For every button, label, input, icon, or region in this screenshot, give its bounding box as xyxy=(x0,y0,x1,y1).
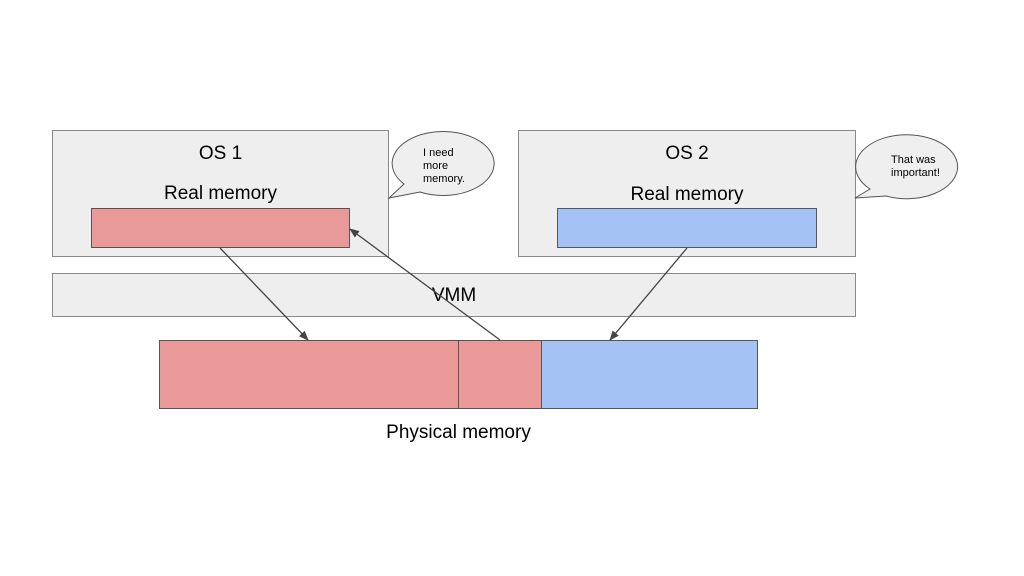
vmm-label: VMM xyxy=(431,285,477,306)
os1-bubble-text: I need more memory. xyxy=(423,147,465,185)
os2-title: OS 2 xyxy=(665,143,709,164)
physical-memory-os2-segment xyxy=(541,340,758,409)
os2-real-memory-block xyxy=(557,208,817,248)
physical-memory-label: Physical memory xyxy=(386,422,531,443)
os2-bubble-text: That was important! xyxy=(891,154,940,179)
physical-memory-os1-segment xyxy=(159,340,459,409)
os1-title: OS 1 xyxy=(198,143,243,164)
os1-real-memory-label: Real memory xyxy=(164,183,277,204)
physical-memory-reclaimed-segment xyxy=(458,340,542,409)
os1-real-memory-block xyxy=(91,208,350,248)
os2-real-memory-label: Real memory xyxy=(630,184,744,205)
